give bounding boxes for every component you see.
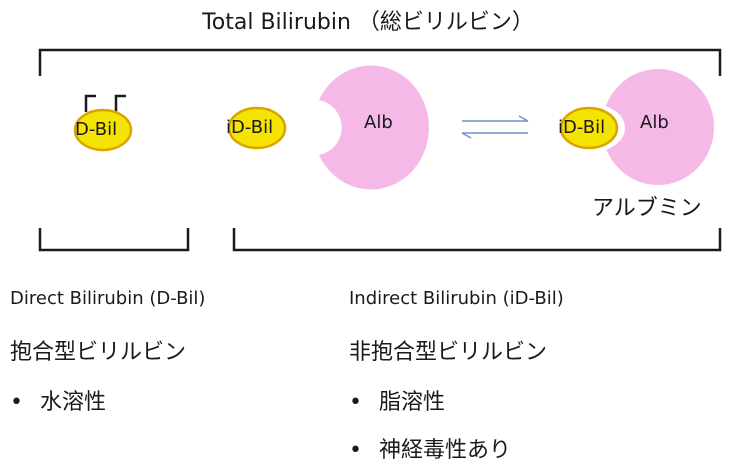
indirect-bullet-item: • 脂溶性 — [349, 384, 445, 416]
albumin-label: アルブミン — [592, 196, 702, 221]
dbil-molecule — [73, 108, 133, 152]
albumin-bound-shape — [602, 69, 714, 185]
equilibrium-arrow-reverse-head — [461, 132, 472, 139]
indirect-bullet-text: 脂溶性 — [379, 390, 446, 415]
dbil-label: D-Bil — [75, 119, 118, 140]
indirect-bilirubin-name: Indirect Bilirubin (iD-Bil) — [349, 288, 564, 309]
idbil-free-label: iD-Bil — [226, 117, 274, 138]
direct-bilirubin-jp-name: 抱合型ビリルビン — [10, 340, 187, 365]
direct-bilirubin-name: Direct Bilirubin (D-Bil) — [10, 288, 206, 309]
alb-bound-label: Alb — [640, 112, 669, 133]
bullet-dot-icon: • — [349, 390, 362, 415]
indirect-bracket — [232, 228, 722, 252]
direct-bracket — [38, 228, 190, 252]
conjugate-hook-icon — [114, 94, 126, 112]
indirect-bilirubin-jp-name: 非抱合型ビリルビン — [349, 340, 548, 365]
idbil-bound-molecule — [559, 106, 619, 150]
direct-bullet-item: • 水溶性 — [10, 384, 106, 416]
albumin-free-shape — [319, 65, 429, 190]
equilibrium-arrow-forward-head — [518, 115, 529, 122]
indirect-bullet-text: 神経毒性あり — [379, 438, 512, 463]
idbil-bound-label: iD-Bil — [558, 117, 606, 138]
bullet-dot-icon: • — [10, 390, 23, 415]
bullet-dot-icon: • — [349, 438, 362, 463]
conjugate-hook-icon — [84, 94, 96, 112]
alb-free-label: Alb — [364, 112, 393, 133]
direct-bullet-text: 水溶性 — [40, 390, 107, 415]
idbil-free-molecule — [227, 106, 287, 150]
indirect-bullet-item: • 神経毒性あり — [349, 432, 511, 464]
diagram-title: Total Bilirubin （総ビリルビン） — [202, 10, 534, 35]
total-bracket — [38, 48, 722, 76]
